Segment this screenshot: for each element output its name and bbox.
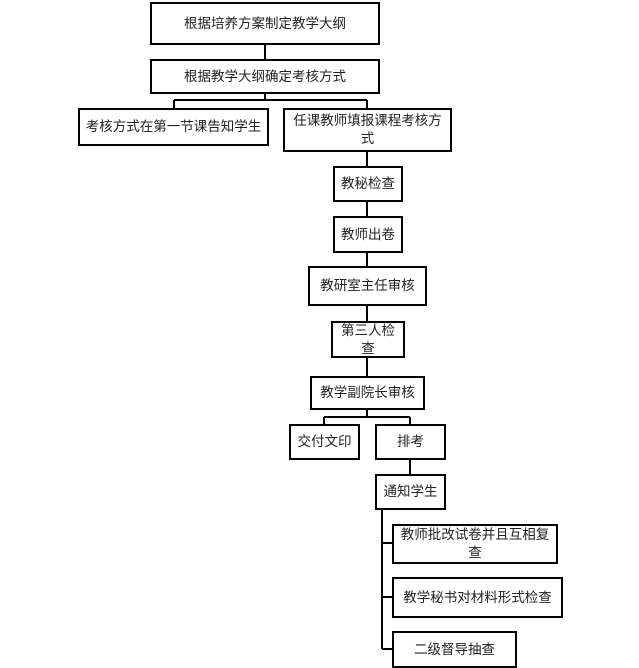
node-secretary-check: 教秘检查 (333, 166, 403, 202)
node-schedule-exam: 排考 (375, 424, 446, 460)
node-secretary-material-check: 教学秘书对材料形式检查 (392, 577, 563, 618)
node-notify-students: 通知学生 (375, 474, 446, 510)
node-supervisor-spot-check: 二级督导抽查 (392, 631, 517, 668)
node-vice-dean-review: 教学副院长审核 (310, 376, 425, 410)
node-send-to-print: 交付文印 (289, 424, 360, 460)
node-third-party-check: 第三人检查 (331, 321, 405, 358)
node-inform-students-first-class: 考核方式在第一节课告知学生 (78, 108, 269, 146)
node-grade-and-crosscheck: 教师批改试卷并且互相复查 (392, 524, 558, 564)
node-director-review: 教研室主任审核 (308, 266, 427, 306)
node-teacher-set-paper: 教师出卷 (333, 216, 403, 253)
node-teacher-report-assessment: 任课教师填报课程考核方式 (283, 108, 452, 152)
node-formulate-syllabus: 根据培养方案制定教学大纲 (150, 2, 380, 45)
node-determine-assessment: 根据教学大纲确定考核方式 (150, 59, 380, 94)
